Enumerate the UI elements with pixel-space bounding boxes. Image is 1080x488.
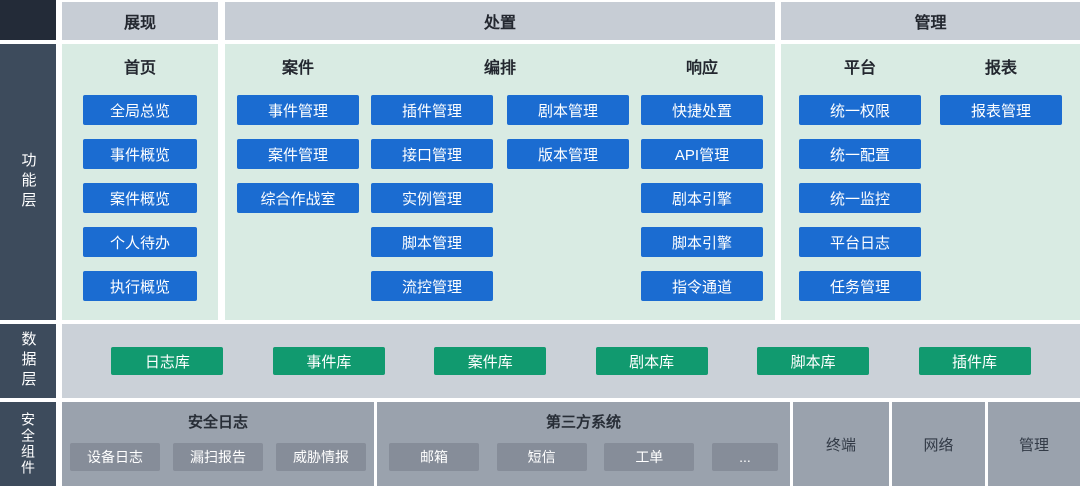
header-disposal: 处置 — [225, 2, 775, 40]
report-group-title: 报表 — [984, 60, 1017, 77]
block-interface-management: 接口管理 — [371, 139, 493, 169]
orchestration-column-1: 插件管理 接口管理 实例管理 脚本管理 流控管理 — [371, 95, 493, 301]
block-unified-permission: 统一权限 — [799, 95, 921, 125]
block-playbook-db: 剧本库 — [595, 347, 708, 375]
cell-management: 管理 — [988, 402, 1080, 486]
panel-management: 平台 统一权限 统一配置 统一监控 平台日志 任务管理 报表 报表管理 — [781, 44, 1080, 320]
case-stack: 事件管理 案件管理 综合作战室 — [237, 95, 359, 213]
sidebar-functional-layer: 功能层 — [0, 44, 56, 320]
security-log-title: 安全日志 — [187, 414, 248, 431]
block-instance-management: 实例管理 — [371, 183, 493, 213]
orchestration-columns: 插件管理 接口管理 实例管理 脚本管理 流控管理 剧本管理 版本管理 — [371, 95, 629, 301]
block-case-overview: 案件概览 — [83, 183, 197, 213]
case-group: 案件 事件管理 案件管理 综合作战室 — [237, 58, 359, 320]
block-flow-control-management: 流控管理 — [371, 271, 493, 301]
block-unified-monitoring: 统一监控 — [799, 183, 921, 213]
block-event-db: 事件库 — [272, 347, 385, 375]
orchestration-group-title: 编排 — [483, 60, 516, 77]
block-platform-log: 平台日志 — [799, 227, 921, 257]
block-personal-todo: 个人待办 — [83, 227, 197, 257]
block-more: ... — [711, 443, 778, 471]
block-script-management: 脚本管理 — [371, 227, 493, 257]
home-stack: 全局总览 事件概览 案件概览 个人待办 执行概览 — [83, 95, 197, 301]
block-log-db: 日志库 — [111, 347, 224, 375]
functional-layer-label: 功能层 — [19, 152, 37, 212]
corner-block — [0, 0, 56, 40]
block-vuln-scan-report: 漏扫报告 — [173, 443, 263, 471]
platform-group-title: 平台 — [843, 60, 876, 77]
sidebar-security-components: 安全组件 — [0, 402, 56, 486]
block-playbook-management: 剧本管理 — [507, 95, 629, 125]
platform-group: 平台 统一权限 统一配置 统一监控 平台日志 任务管理 — [799, 58, 921, 320]
block-api-management: API管理 — [641, 139, 763, 169]
block-event-management: 事件管理 — [237, 95, 359, 125]
block-task-management: 任务管理 — [799, 271, 921, 301]
block-threat-intel: 威胁情报 — [276, 443, 366, 471]
report-group: 报表 报表管理 — [940, 58, 1062, 320]
security-components-row: 安全日志 设备日志 漏扫报告 威胁情报 第三方系统 邮箱 短信 工单 ... 终… — [62, 402, 1080, 486]
response-stack: 快捷处置 API管理 剧本引擎 脚本引擎 指令通道 — [641, 95, 763, 301]
data-layer-row: 日志库 事件库 案件库 剧本库 脚本库 插件库 — [62, 324, 1080, 398]
orchestration-group: 编排 插件管理 接口管理 实例管理 脚本管理 流控管理 剧本管理 版本管理 — [371, 58, 629, 320]
case-group-title: 案件 — [281, 60, 314, 77]
response-group: 响应 快捷处置 API管理 剧本引擎 脚本引擎 指令通道 — [641, 58, 763, 320]
block-case-management: 案件管理 — [237, 139, 359, 169]
block-playbook-engine: 剧本引擎 — [641, 183, 763, 213]
header-presentation: 展现 — [62, 2, 218, 40]
panel-presentation: 首页 全局总览 事件概览 案件概览 个人待办 执行概览 — [62, 44, 218, 320]
security-log-blocks: 设备日志 漏扫报告 威胁情报 — [62, 443, 374, 471]
block-script-db: 脚本库 — [757, 347, 870, 375]
block-quick-response: 快捷处置 — [641, 95, 763, 125]
section-security-log: 安全日志 设备日志 漏扫报告 威胁情报 — [62, 402, 374, 486]
cell-terminal: 终端 — [793, 402, 889, 486]
block-device-log: 设备日志 — [70, 443, 160, 471]
panel-disposal: 案件 事件管理 案件管理 综合作战室 编排 插件管理 接口管理 实例管理 脚本管… — [225, 44, 775, 320]
block-global-overview: 全局总览 — [83, 95, 197, 125]
block-event-overview: 事件概览 — [83, 139, 197, 169]
block-version-management: 版本管理 — [507, 139, 629, 169]
third-party-blocks: 邮箱 短信 工单 ... — [377, 443, 790, 471]
header-management: 管理 — [781, 2, 1080, 40]
block-war-room: 综合作战室 — [237, 183, 359, 213]
block-unified-config: 统一配置 — [799, 139, 921, 169]
block-sms: 短信 — [496, 443, 587, 471]
orchestration-column-2: 剧本管理 版本管理 — [507, 95, 629, 169]
block-execution-overview: 执行概览 — [83, 271, 197, 301]
sidebar-data-layer: 数据层 — [0, 324, 56, 398]
block-plugin-db: 插件库 — [918, 347, 1031, 375]
platform-stack: 统一权限 统一配置 统一监控 平台日志 任务管理 — [799, 95, 921, 301]
block-case-db: 案件库 — [434, 347, 547, 375]
data-layer-label: 数据层 — [19, 331, 37, 391]
report-stack: 报表管理 — [940, 95, 1062, 125]
home-group-title: 首页 — [123, 60, 156, 77]
block-report-management: 报表管理 — [940, 95, 1062, 125]
block-script-engine: 脚本引擎 — [641, 227, 763, 257]
security-components-label: 安全组件 — [20, 412, 36, 476]
cell-network: 网络 — [892, 402, 985, 486]
block-ticket: 工单 — [604, 443, 695, 471]
block-email: 邮箱 — [389, 443, 479, 471]
section-third-party: 第三方系统 邮箱 短信 工单 ... — [377, 402, 790, 486]
block-plugin-management: 插件管理 — [371, 95, 493, 125]
response-group-title: 响应 — [685, 60, 718, 77]
third-party-title: 第三方系统 — [545, 414, 621, 431]
block-command-channel: 指令通道 — [641, 271, 763, 301]
